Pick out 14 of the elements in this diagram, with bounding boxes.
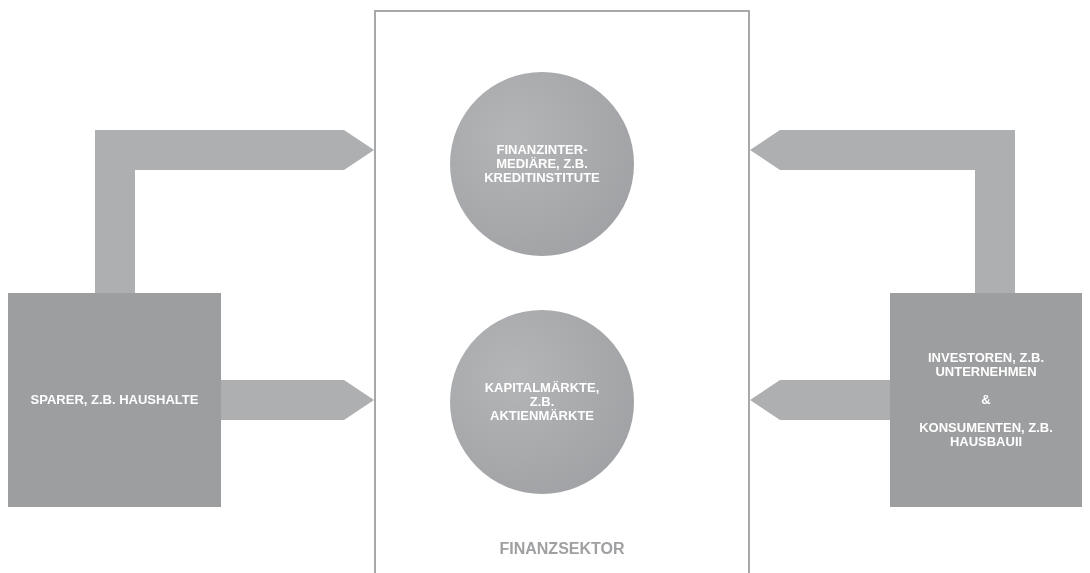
sector-box <box>8 293 221 507</box>
node-label: KAPITALMÄRKTE, Z.B. AKTIENMÄRKTE <box>483 381 601 423</box>
sector-box <box>890 293 1082 507</box>
block-arrow <box>95 130 374 293</box>
node-label: KONSUMENTEN, Z.B. HAUSBAUII <box>918 421 1054 449</box>
sector-label: FINANZSEKTOR <box>498 540 626 558</box>
sector-frame <box>374 10 750 573</box>
block-arrow <box>221 380 374 420</box>
node-label: & <box>980 393 992 407</box>
node-label: FINANZINTER- MEDIÄRE, Z.B. KREDITINSTITUTE <box>483 143 601 185</box>
block-arrow <box>750 130 1015 293</box>
node-label: INVESTOREN, Z.B. UNTERNEHMEN <box>926 351 1046 379</box>
block-arrow <box>750 380 890 420</box>
node-label: SPARER, Z.B. HAUSHALTE <box>29 393 200 407</box>
